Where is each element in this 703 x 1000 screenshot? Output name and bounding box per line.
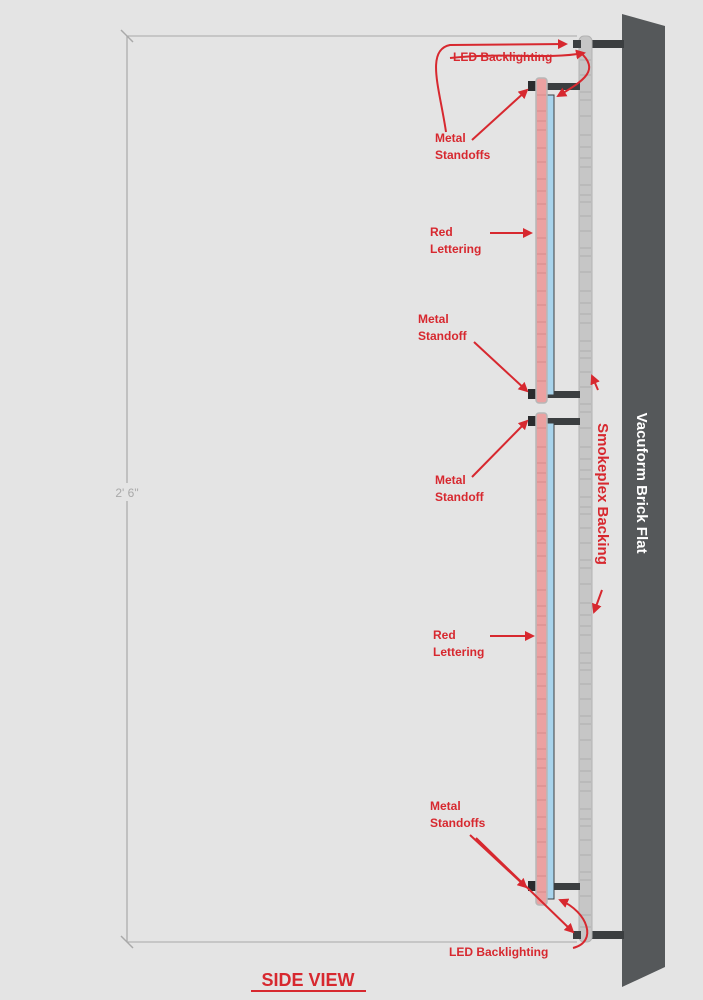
metal-standoffs-top-label: Metal Standoffs [435,131,491,162]
wall-label: Vacuform Brick Flat [633,413,650,554]
dimension-label: 2' 6" [115,486,138,500]
led-backlighting-units [573,40,581,939]
metal-standoff-mid-lower-label: Metal Standoff [435,473,485,504]
annotation-labels: LED Backlighting Metal Standoffs Red Let… [418,50,616,959]
metal-standoffs-bottom-label: Metal Standoffs [430,799,486,830]
red-lettering-panels [535,77,548,906]
smokeplex-backing [578,35,593,943]
clear-acrylic-panels [546,94,555,900]
annotation-arrows [435,39,603,949]
red-lettering-bottom-label: Red Lettering [433,628,484,659]
smokeplex-backing-label: Smokeplex Backing [594,423,611,565]
led-backlighting-bottom-label: LED Backlighting [449,945,548,959]
wall-mount-brackets [584,40,624,939]
side-view-title: SIDE VIEW [261,970,354,990]
metal-standoff-mid-upper-label: Metal Standoff [418,312,468,343]
red-lettering-top-label: Red Lettering [430,225,481,256]
vacuform-brick-flat-wall [622,14,665,987]
led-backlighting-top-label: LED Backlighting [453,50,552,64]
dimension-line [120,29,577,949]
